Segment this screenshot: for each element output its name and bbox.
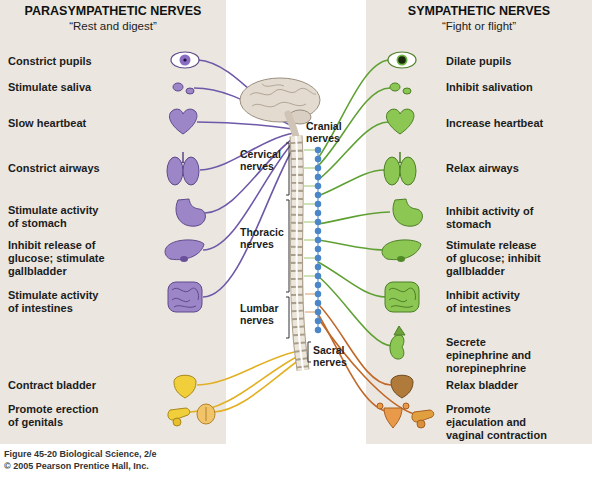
spinal-cord — [296, 136, 303, 370]
sympathetic-chain — [318, 150, 319, 330]
region-label: Thoracic nerves — [240, 226, 286, 250]
effect-label: Inhibit release of glucose; stimulate ga… — [8, 239, 108, 278]
bracket — [286, 143, 289, 195]
panel-heading: PARASYMPATHETIC NERVES — [6, 4, 220, 19]
nerve-panel: SYMPATHETIC NERVES“Fight or flight” Dilat… — [366, 0, 592, 444]
region-label: Cervical nerves — [240, 148, 286, 172]
brainstem — [288, 114, 296, 137]
effect-label: Slow heartbeat — [8, 117, 128, 130]
effect-label: Relax airways — [446, 162, 576, 175]
effect-label: Dilate pupils — [446, 55, 576, 68]
effect-label: Relax bladder — [446, 379, 576, 392]
copyright-note: © 2005 Pearson Prentice Hall, Inc. — [4, 461, 324, 472]
figure-credit: Figure 45-20 Biological Science, 2/e — [4, 449, 324, 460]
bracket — [286, 297, 289, 338]
effect-label: Stimulate activity of intestines — [8, 289, 108, 315]
nerve-panel: PARASYMPATHETIC NERVES“Rest and digest” C… — [0, 0, 226, 444]
effect-label: Increase heartbeat — [446, 117, 576, 130]
effect-label: Inhibit activity of stomach — [446, 205, 546, 231]
bracket — [286, 200, 289, 292]
brain-folds — [250, 84, 316, 107]
panel-subtitle: “Fight or flight” — [372, 20, 586, 33]
panel-heading: SYMPATHETIC NERVES — [372, 4, 586, 19]
nerve-rami — [304, 150, 318, 276]
nerve-line — [214, 357, 303, 412]
region-label: Sacral nerves — [313, 344, 357, 368]
spinal-column — [296, 136, 303, 370]
effect-label: Secrete epinephrine and norepinephrine — [446, 336, 536, 375]
nerve-rami — [305, 294, 318, 312]
effect-label: Inhibit salivation — [446, 81, 576, 94]
vertebrae — [296, 136, 303, 370]
effect-label: Stimulate saliva — [8, 81, 128, 94]
effect-label: Constrict airways — [8, 162, 128, 175]
region-brackets — [286, 143, 311, 362]
region-label: Cranial nerves — [306, 120, 354, 144]
effect-label: Promote erection of genitals — [8, 403, 108, 429]
effect-label: Constrict pupils — [8, 55, 128, 68]
region-label: Lumbar nerves — [240, 302, 286, 326]
effect-label: Stimulate release of glucose; inhibit ga… — [446, 239, 546, 278]
panel-subtitle: “Rest and digest” — [6, 20, 220, 33]
sympathetic-ganglia — [315, 150, 322, 332]
bracket — [308, 342, 311, 362]
effect-label: Stimulate activity of stomach — [8, 204, 108, 230]
brain — [240, 78, 320, 122]
effect-label: Inhibit activity of intestines — [446, 289, 531, 315]
effect-label: Contract bladder — [8, 379, 128, 392]
effect-label: Promote ejaculation and vaginal contract… — [446, 403, 550, 442]
